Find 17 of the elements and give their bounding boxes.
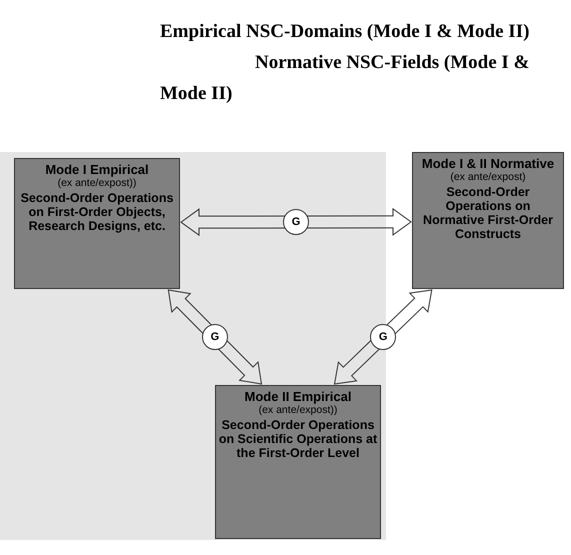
mode-box [14,158,180,289]
heading-text: Normative NSC-Fields (Mode I & Mode II) [160,52,530,104]
double-block-arrow [180,208,412,236]
mode-description: Second-Order Operations on Scientific Operations at the First-Order Level [218,418,378,460]
mode-description: Second-Order Operations on Normative First-Order Constructs [422,185,554,241]
mode-heading: Mode I & II Normative [420,157,556,171]
mode-qualifier: (ex ante/expost)) [258,404,338,416]
mode-description: Second-Order Operations on First-Order Objects, Research Designs, etc. [20,191,174,233]
mode-box [215,385,381,539]
edge-label: G [370,324,396,350]
mode-qualifier: (ex ante/expost) [449,171,527,183]
heading-text: Empirical NSC-Domains (Mode I & Mode II) [160,21,530,42]
background-panel [0,152,386,540]
mode-box [412,152,564,289]
mode-heading: Mode II Empirical [244,390,352,404]
mode-heading: Mode I Empirical [44,163,150,177]
mode-qualifier: (ex ante/expost)) [56,177,138,189]
